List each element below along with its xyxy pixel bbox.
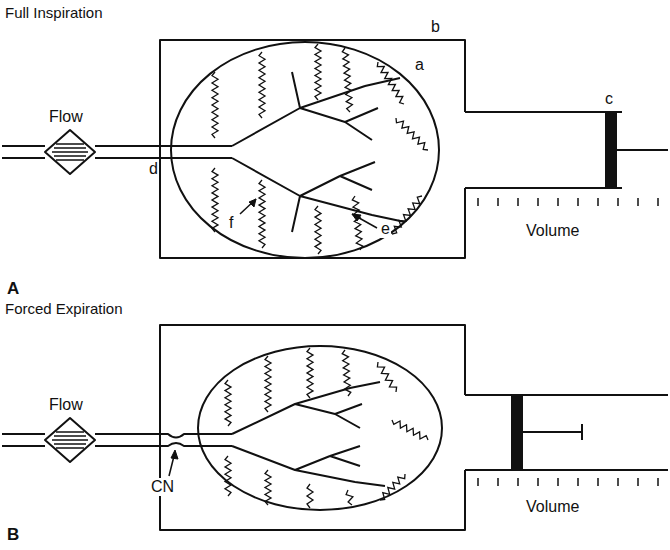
flowmeter	[45, 130, 95, 174]
flowmeter-screen	[52, 144, 88, 160]
callout-letter: a	[414, 56, 425, 74]
coil-spring	[346, 490, 353, 505]
coil-spring	[342, 350, 351, 396]
panel-letter: A	[6, 280, 20, 298]
scale-tick	[617, 198, 619, 206]
scale-tick	[557, 198, 559, 206]
scale-tick	[657, 478, 659, 486]
coil-spring	[352, 196, 362, 250]
airway-tube	[2, 146, 232, 158]
scale-tick	[477, 478, 479, 486]
scale-tick	[597, 478, 599, 486]
cylinder	[465, 395, 668, 470]
scale-tick	[477, 198, 479, 206]
panel-heading: Forced Expiration	[4, 300, 124, 318]
callout-letter: f	[228, 214, 234, 232]
airway-tube	[2, 434, 232, 446]
volume-label: Volume	[525, 498, 580, 516]
coil-spring	[259, 52, 265, 118]
callout-letter: d	[148, 160, 159, 178]
scale-tick	[617, 478, 619, 486]
volume-label: Volume	[525, 222, 580, 240]
scale-tick	[577, 198, 579, 206]
scale-tick	[517, 478, 519, 486]
coil-spring	[377, 362, 396, 392]
volume-scale	[478, 198, 658, 486]
scale-tick	[557, 478, 559, 486]
leader-line	[240, 199, 256, 214]
chamber-box	[160, 325, 465, 530]
piston	[606, 112, 616, 188]
coil-spring	[265, 356, 271, 412]
scale-tick	[497, 478, 499, 486]
scale-tick	[657, 198, 659, 206]
coil-spring	[212, 72, 218, 138]
callout-letter: b	[430, 18, 441, 36]
panel-heading: Full Inspiration	[4, 4, 104, 22]
coil-spring	[265, 470, 271, 505]
scale-tick	[637, 198, 639, 206]
scale-tick	[537, 478, 539, 486]
coil-spring	[315, 206, 321, 254]
chamber-box	[160, 40, 465, 258]
arrowhead	[171, 450, 178, 459]
flow-label: Flow	[48, 108, 84, 126]
flowmeter-screen	[52, 432, 88, 448]
scale-tick	[537, 198, 539, 206]
piston-rod	[616, 149, 668, 151]
coil-spring	[307, 348, 313, 398]
coil-spring	[225, 456, 231, 496]
coil-spring	[392, 420, 428, 440]
coil-spring	[380, 474, 405, 500]
lung-outline	[171, 42, 439, 258]
flowmeter	[45, 418, 95, 462]
scale-tick	[517, 198, 519, 206]
coil-spring	[225, 380, 231, 426]
bronchial-tree	[232, 72, 405, 232]
callout-letter: c	[604, 90, 614, 108]
bronchial-tree	[232, 382, 385, 486]
flow-label: Flow	[48, 396, 84, 414]
scale-tick	[637, 478, 639, 486]
coil-spring	[396, 118, 428, 150]
coil-spring	[392, 196, 422, 234]
panel-letter: B	[6, 526, 20, 544]
arrowhead	[249, 199, 256, 207]
callout-letter: CN	[150, 478, 175, 496]
coil-spring	[259, 180, 265, 248]
scale-tick	[597, 198, 599, 206]
coil-spring	[307, 484, 313, 508]
coil-spring	[377, 62, 404, 104]
piston-rod	[522, 424, 582, 440]
scale-tick	[497, 198, 499, 206]
coil-spring	[342, 48, 352, 112]
coil-spring	[315, 44, 321, 100]
elastic-springs	[212, 44, 428, 508]
callout-letter: e	[380, 220, 391, 238]
piston	[512, 395, 522, 470]
coil-spring	[212, 168, 218, 232]
scale-tick	[577, 478, 579, 486]
cylinder	[465, 112, 622, 188]
lung-outline	[198, 346, 442, 510]
